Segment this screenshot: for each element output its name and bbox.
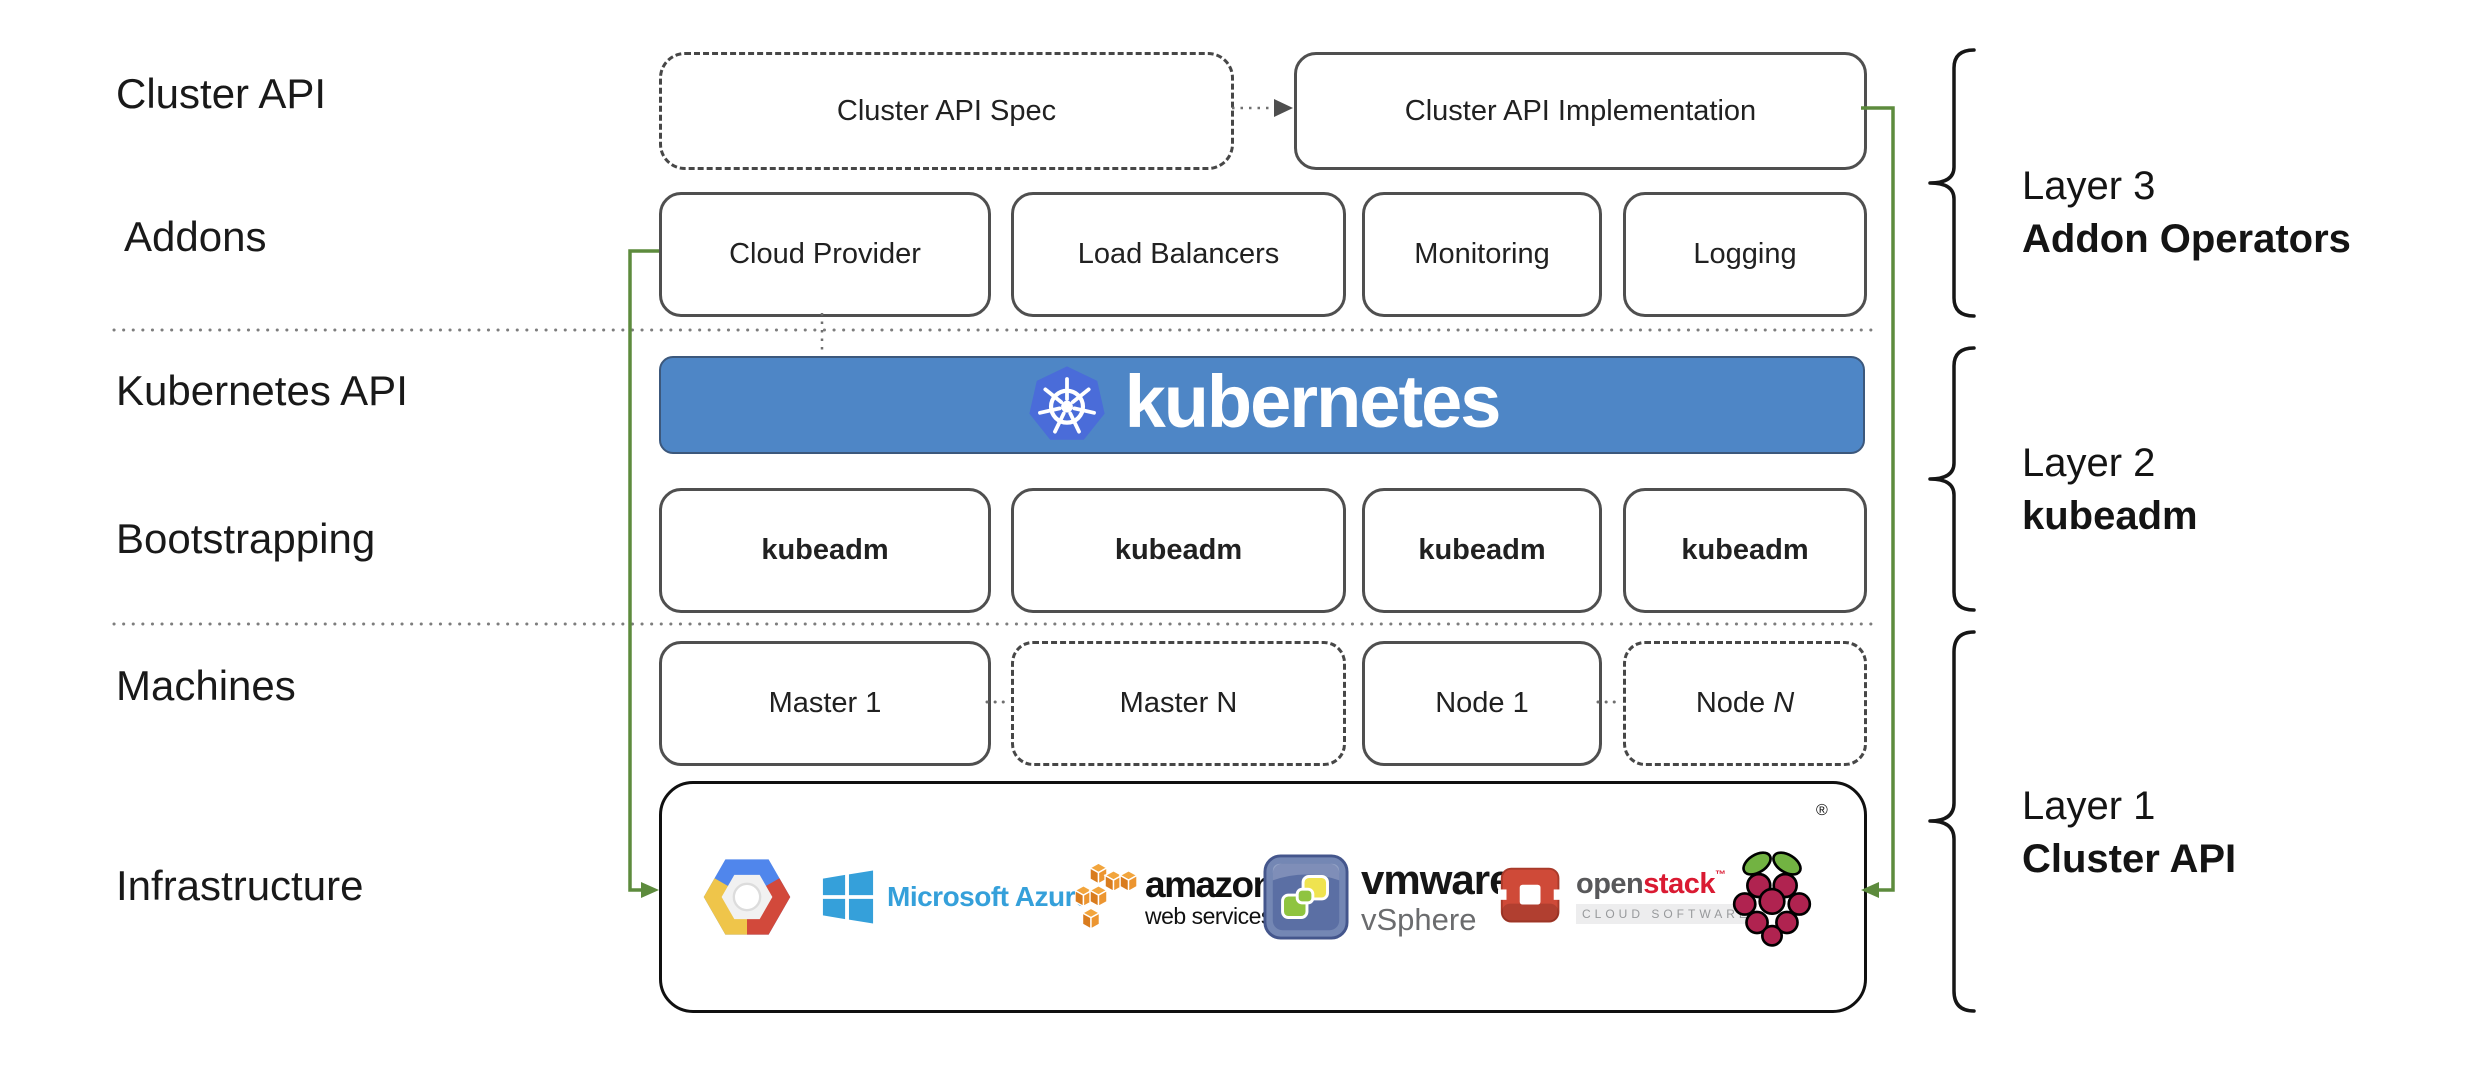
vmware-word: vmware® bbox=[1361, 856, 1522, 903]
aws-word: amazon bbox=[1145, 864, 1275, 905]
layer-1-label: Layer 1 Cluster API bbox=[2022, 780, 2236, 886]
row-label-cluster-api: Cluster API bbox=[116, 70, 327, 117]
kubeadm-label: kubeadm bbox=[1418, 534, 1546, 566]
box-logging: Logging bbox=[1623, 192, 1867, 317]
layer-2-label: Layer 2 kubeadm bbox=[2022, 437, 2198, 543]
box-node-n: Node N bbox=[1623, 641, 1867, 766]
logging-label: Logging bbox=[1693, 238, 1797, 270]
monitoring-label: Monitoring bbox=[1414, 238, 1550, 270]
brace-layer-1 bbox=[1928, 630, 1976, 1013]
layer-2-line1: Layer 2 bbox=[2022, 441, 2156, 485]
master-n-label: Master N bbox=[1119, 687, 1238, 719]
layer-3-label: Layer 3 Addon Operators bbox=[2022, 160, 2351, 266]
green-arrowhead-left-icon bbox=[641, 882, 659, 898]
box-load-balancers: Load Balancers bbox=[1011, 192, 1346, 317]
openstack-logo: openstack™ CLOUD SOFTWARE bbox=[1498, 784, 1757, 1010]
load-balancers-label: Load Balancers bbox=[1077, 238, 1280, 270]
box-master-n: Master N bbox=[1011, 641, 1346, 766]
cluster-api-spec-label: Cluster API Spec bbox=[836, 94, 1057, 127]
layer-3-line2: Addon Operators bbox=[2022, 217, 2351, 261]
box-cluster-api-spec: Cluster API Spec bbox=[659, 52, 1234, 170]
vmware-icon bbox=[1263, 854, 1349, 940]
box-node-1: Node 1 bbox=[1362, 641, 1602, 766]
microsoft-azure-logo: Microsoft Azure bbox=[821, 784, 1091, 1010]
row-label-infrastructure: Infrastructure bbox=[116, 862, 364, 909]
aws-cubes-icon bbox=[1075, 862, 1137, 931]
row-label-addons: Addons bbox=[124, 213, 267, 260]
aws-sub: web services bbox=[1145, 903, 1272, 929]
google-cloud-icon bbox=[703, 859, 791, 935]
brace-layer-2 bbox=[1928, 346, 1976, 612]
kubeadm-label: kubeadm bbox=[1114, 534, 1243, 566]
node-1-label: Node 1 bbox=[1435, 687, 1529, 719]
box-cloud-provider: Cloud Provider bbox=[659, 192, 991, 317]
box-kubeadm-4: kubeadm bbox=[1623, 488, 1867, 613]
row-label-kubernetes-api: Kubernetes API bbox=[116, 367, 408, 414]
box-kubeadm-2: kubeadm bbox=[1011, 488, 1346, 613]
google-cloud-logo bbox=[700, 804, 794, 990]
openstack-icon bbox=[1498, 867, 1566, 923]
box-master-1: Master 1 bbox=[659, 641, 991, 766]
layer-3-line1: Layer 3 bbox=[2022, 164, 2156, 208]
raspberry-pi-icon bbox=[1732, 851, 1812, 947]
aws-logo: amazon web services bbox=[1075, 784, 1275, 1010]
vmware-vsphere-logo: vmware® vSphere bbox=[1263, 784, 1522, 1010]
box-infrastructure-providers: Microsoft Azure amazon web services bbox=[659, 781, 1867, 1013]
box-cluster-api-implementation: Cluster API Implementation bbox=[1294, 52, 1867, 170]
kubernetes-wordmark: kubernetes bbox=[1124, 360, 1502, 443]
green-line-cloud-provider-to-infrastructure bbox=[628, 249, 659, 892]
node-n-label: Node N bbox=[1695, 687, 1795, 719]
kubeadm-label: kubeadm bbox=[1681, 534, 1809, 566]
raspberry-pi-logo: ® bbox=[1728, 784, 1828, 1010]
microsoft-azure-icon bbox=[822, 870, 874, 924]
kubernetes-logo-icon bbox=[1028, 366, 1105, 440]
brace-layer-3 bbox=[1928, 48, 1976, 318]
row-label-machines: Machines bbox=[116, 662, 296, 709]
spec-to-implementation-arrowhead-icon bbox=[1274, 99, 1293, 117]
cloud-provider-label: Cloud Provider bbox=[729, 238, 921, 270]
kubeadm-label: kubeadm bbox=[761, 534, 889, 566]
layer-1-line2: Cluster API bbox=[2022, 837, 2237, 881]
box-kubeadm-3: kubeadm bbox=[1362, 488, 1602, 613]
box-monitoring: Monitoring bbox=[1362, 192, 1602, 317]
openstack-sub: CLOUD SOFTWARE bbox=[1576, 904, 1757, 924]
kubernetes-banner: kubernetes bbox=[659, 356, 1865, 454]
azure-label: Microsoft Azure bbox=[887, 881, 1091, 912]
box-kubeadm-1: kubeadm bbox=[659, 488, 991, 613]
vmware-sub: vSphere bbox=[1361, 902, 1477, 937]
cluster-api-implementation-label: Cluster API Implementation bbox=[1404, 94, 1757, 127]
layer-2-line2: kubeadm bbox=[2022, 494, 2198, 538]
raspberry-pi-reg: ® bbox=[1816, 802, 1828, 819]
layer-1-line1: Layer 1 bbox=[2022, 784, 2156, 828]
openstack-word: openstack™ bbox=[1576, 868, 1726, 900]
master-1-label: Master 1 bbox=[768, 687, 882, 719]
row-label-bootstrapping: Bootstrapping bbox=[116, 515, 376, 562]
